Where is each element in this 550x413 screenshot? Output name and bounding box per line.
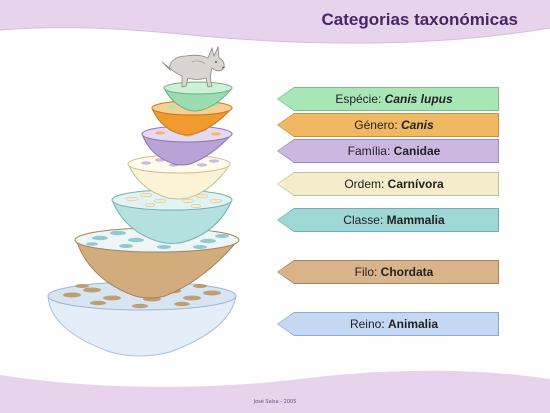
taxon-name: Canis lupus: [384, 92, 453, 106]
arrow-genero: Género: Canis: [278, 114, 498, 136]
arrow-ordem: Ordem: Carnívora: [278, 173, 498, 195]
arrow-filo: Filo: Chordata: [278, 261, 498, 283]
rank-label: Classe:: [343, 213, 387, 227]
arrow-classe: Classe: Mammalia: [278, 209, 498, 231]
footer-band: [0, 370, 550, 413]
taxon-name: Carnívora: [387, 177, 444, 191]
wolf-icon: [161, 45, 226, 88]
cone-especie: [163, 81, 234, 112]
arrow-familia: Família: Canidae: [278, 140, 498, 162]
rank-label: Reino:: [349, 317, 388, 331]
rank-label: Género:: [354, 118, 401, 132]
footer-credit: José Salsa - 2005: [253, 399, 297, 405]
rank-label: Filo:: [354, 265, 381, 279]
header-band: [0, 0, 550, 44]
arrow-especie: Espécie: Canis lupus: [278, 88, 498, 110]
taxon-name: Mammalia: [386, 213, 445, 227]
page-title: Categorias taxonómicas: [321, 10, 518, 29]
rank-label: Espécie:: [335, 92, 385, 106]
taxon-name: Canidae: [393, 144, 441, 158]
taxon-name: Chordata: [380, 265, 434, 279]
rank-label: Ordem:: [344, 177, 388, 191]
taxon-name: Animalia: [388, 317, 439, 331]
arrow-reino: Reino: Animalia: [278, 313, 498, 335]
taxon-name: Canis: [401, 118, 434, 132]
rank-label: Família:: [347, 144, 394, 158]
